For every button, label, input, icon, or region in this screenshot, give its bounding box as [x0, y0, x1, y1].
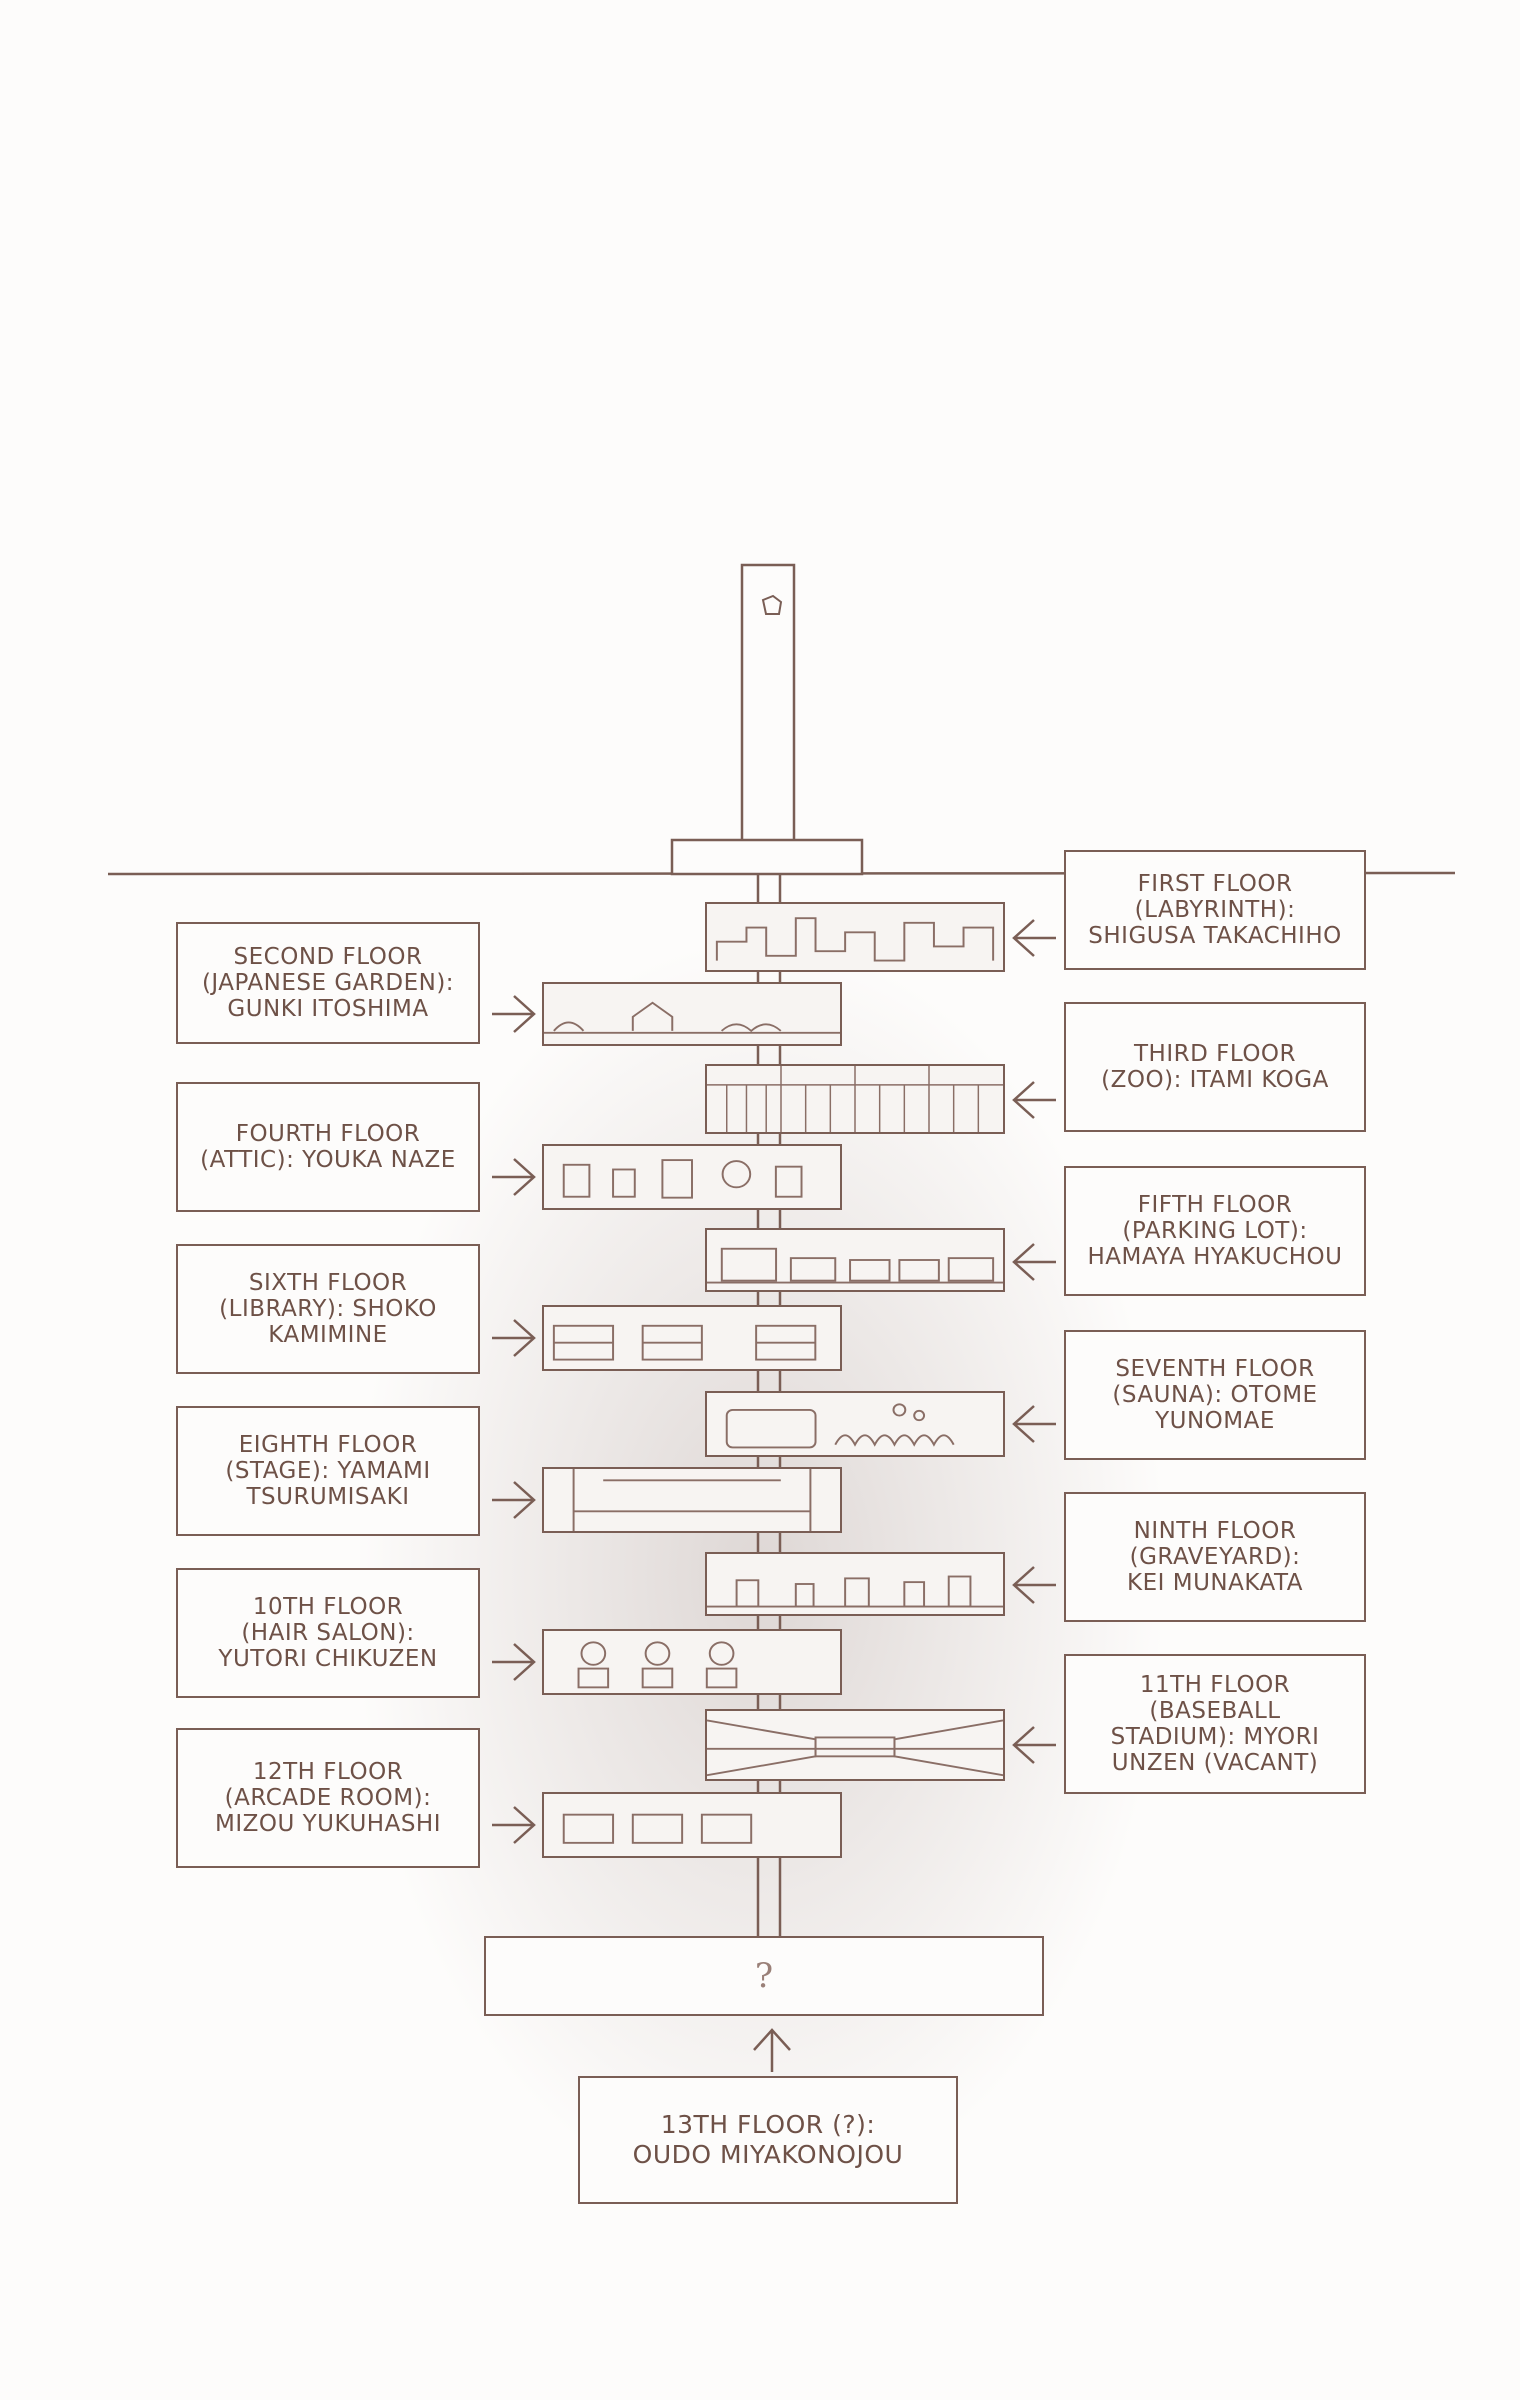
label-eleventh-floor: 11TH FLOOR (BASEBALL STADIUM): MYORI UNZ… [1064, 1654, 1366, 1794]
room-twelfth-floor-arcade-room [542, 1792, 842, 1858]
arrow-left-icon [1012, 1243, 1056, 1281]
label-sixth-floor: SIXTH FLOOR (LIBRARY): SHOKO KAMIMINE [176, 1244, 480, 1374]
label-tenth-floor: 10TH FLOOR (HAIR SALON): YUTORI CHIKUZEN [176, 1568, 480, 1698]
arrow-left-icon [1012, 1081, 1056, 1119]
label-thirteenth-floor: 13TH FLOOR (?): OUDO MIYAKONOJOU [578, 2076, 958, 2204]
mystery-symbol: ? [754, 1956, 774, 1996]
label-second-floor: SECOND FLOOR (JAPANESE GARDEN): GUNKI IT… [176, 922, 480, 1044]
arrow-right-icon [492, 1806, 536, 1844]
label-fourth-floor: FOURTH FLOOR (ATTIC): YOUKA NAZE [176, 1082, 480, 1212]
arrow-left-icon [1012, 919, 1056, 957]
room-seventh-floor-sauna [705, 1391, 1005, 1457]
shield-icon [761, 594, 783, 615]
room-sixth-floor-library [542, 1305, 842, 1371]
room-first-floor-labyrinth [705, 902, 1005, 972]
arrow-right-icon [492, 1643, 536, 1681]
arrow-left-icon [1012, 1405, 1056, 1443]
label-eighth-floor: EIGHTH FLOOR (STAGE): YAMAMI TSURUMISAKI [176, 1406, 480, 1536]
label-third-floor: THIRD FLOOR (ZOO): ITAMI KOGA [1064, 1002, 1366, 1132]
room-eighth-floor-stage [542, 1467, 842, 1533]
room-fifth-floor-parking-lot [705, 1228, 1005, 1292]
room-third-floor-zoo [705, 1064, 1005, 1134]
room-second-floor-japanese-garden [542, 982, 842, 1046]
arrow-left-icon [1012, 1566, 1056, 1604]
room-fourth-floor-attic [542, 1144, 842, 1210]
arrow-up-icon [753, 2028, 791, 2072]
arrow-right-icon [492, 1319, 536, 1357]
arrow-right-icon [492, 1481, 536, 1519]
room-eleventh-floor-baseball-stadium [705, 1709, 1005, 1781]
label-ninth-floor: NINTH FLOOR (GRAVEYARD): KEI MUNAKATA [1064, 1492, 1366, 1622]
mystery-room: ? [484, 1936, 1044, 2016]
arrow-right-icon [492, 995, 536, 1033]
label-fifth-floor: FIFTH FLOOR (PARKING LOT): HAMAYA HYAKUC… [1064, 1166, 1366, 1296]
tower-base [670, 838, 864, 876]
tower-stem [740, 563, 796, 843]
room-tenth-floor-hair-salon [542, 1629, 842, 1695]
label-first-floor: FIRST FLOOR (LABYRINTH): SHIGUSA TAKACHI… [1064, 850, 1366, 970]
label-seventh-floor: SEVENTH FLOOR (SAUNA): OTOME YUNOMAE [1064, 1330, 1366, 1460]
arrow-right-icon [492, 1158, 536, 1196]
arrow-left-icon [1012, 1726, 1056, 1764]
label-twelfth-floor: 12TH FLOOR (ARCADE ROOM): MIZOU YUKUHASH… [176, 1728, 480, 1868]
room-ninth-floor-graveyard [705, 1552, 1005, 1616]
